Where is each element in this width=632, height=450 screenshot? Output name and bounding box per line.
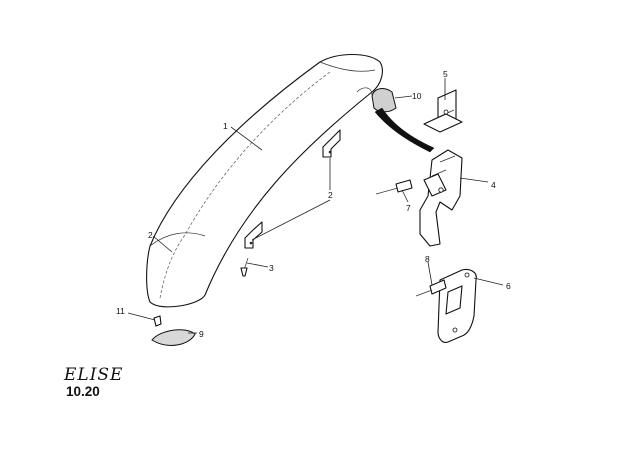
callout-6: 6 xyxy=(506,281,511,291)
leader-lines xyxy=(127,78,504,334)
callout-11: 11 xyxy=(116,306,125,316)
pin-7 xyxy=(375,179,413,195)
latch-4 xyxy=(419,149,463,247)
bracket-lower xyxy=(244,221,263,249)
bracket-upper xyxy=(322,129,341,158)
end-cap xyxy=(151,329,196,346)
callout-8: 8 xyxy=(425,254,430,264)
callout-1: 1 xyxy=(223,121,228,131)
callout-7: 7 xyxy=(406,203,411,213)
mounting-plate-5 xyxy=(423,89,463,133)
pin-8 xyxy=(415,279,447,297)
callout-4: 4 xyxy=(491,180,496,190)
brand-block: ELISE 10.20 xyxy=(63,365,123,399)
callout-3: 3 xyxy=(269,263,274,273)
callout-2-upper: 2 xyxy=(328,190,333,200)
clip-11 xyxy=(153,315,162,327)
callout-9: 9 xyxy=(199,329,204,339)
screw-3 xyxy=(240,257,249,277)
pad-10 xyxy=(371,88,397,113)
callout-2-lower: 2 xyxy=(148,230,153,240)
callout-10: 10 xyxy=(412,91,422,101)
connector-band xyxy=(374,107,435,153)
callout-5: 5 xyxy=(443,69,448,79)
roll-bar-trim xyxy=(146,54,383,308)
callouts: 1 2 2 3 4 5 6 7 8 9 10 11 xyxy=(116,69,511,339)
striker-plate-6 xyxy=(437,268,477,343)
brand-logo: ELISE xyxy=(63,365,123,385)
section-code: 10.20 xyxy=(66,384,100,399)
